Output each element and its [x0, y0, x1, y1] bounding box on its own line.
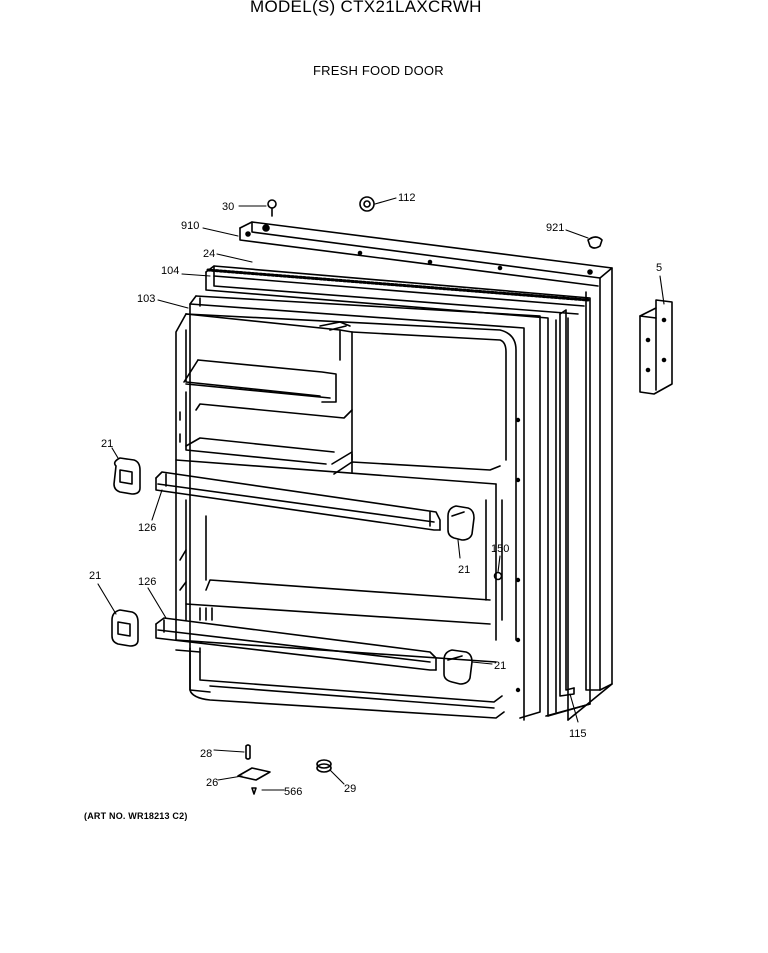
callout-112: 112 [398, 192, 416, 204]
upper-shelf-bar [155, 471, 441, 531]
art-number: (ART NO. WR18213 C2) [84, 811, 188, 821]
callout-21-upper-left: 21 [101, 438, 113, 450]
outer-door-panel [239, 221, 613, 721]
screw-566 [251, 787, 257, 795]
callout-24: 24 [203, 248, 215, 260]
callout-126-lower: 126 [138, 576, 156, 588]
cap-29 [316, 759, 332, 773]
section-title: FRESH FOOD DOOR [313, 63, 444, 78]
liner-inner-shelves [175, 313, 521, 693]
model-title: MODEL(S) CTX21LAXCRWH [250, 0, 482, 16]
callout-921: 921 [546, 222, 564, 234]
shelf-end-cap-upper-left [113, 457, 141, 495]
callout-26: 26 [206, 777, 218, 789]
callout-21-lower-left: 21 [89, 570, 101, 582]
shelf-end-cap-lower-right [443, 649, 473, 685]
lower-liner-channel [189, 647, 505, 719]
callout-28: 28 [200, 748, 212, 760]
door-gasket [205, 265, 591, 717]
shelf-end-cap-lower-left [111, 609, 139, 647]
callout-115: 115 [569, 728, 587, 740]
callout-566: 566 [284, 786, 302, 798]
callout-126-upper: 126 [138, 522, 156, 534]
plug-921 [587, 236, 603, 249]
callout-103: 103 [137, 293, 155, 305]
callout-30: 30 [222, 201, 234, 213]
plug-112 [359, 196, 375, 212]
callout-5: 5 [656, 262, 662, 274]
callout-150: 150 [491, 543, 509, 555]
plate-26 [237, 767, 271, 781]
lower-shelf-bar [155, 617, 437, 671]
callout-910: 910 [181, 220, 199, 232]
spring-28 [245, 744, 251, 760]
screw-30 [267, 199, 277, 217]
shelf-end-cap-upper-right [447, 505, 475, 541]
callout-labels: 30 112 910 921 24 104 5 103 21 126 21 15… [89, 192, 662, 798]
trim-strip [559, 309, 575, 697]
hinge-bracket [639, 299, 673, 395]
callout-21-upper-right: 21 [458, 564, 470, 576]
callout-104: 104 [161, 265, 179, 277]
leader-lines [97, 197, 665, 791]
door-liner [189, 295, 541, 721]
callout-29: 29 [344, 783, 356, 795]
callout-21-lower-right: 21 [494, 660, 506, 672]
